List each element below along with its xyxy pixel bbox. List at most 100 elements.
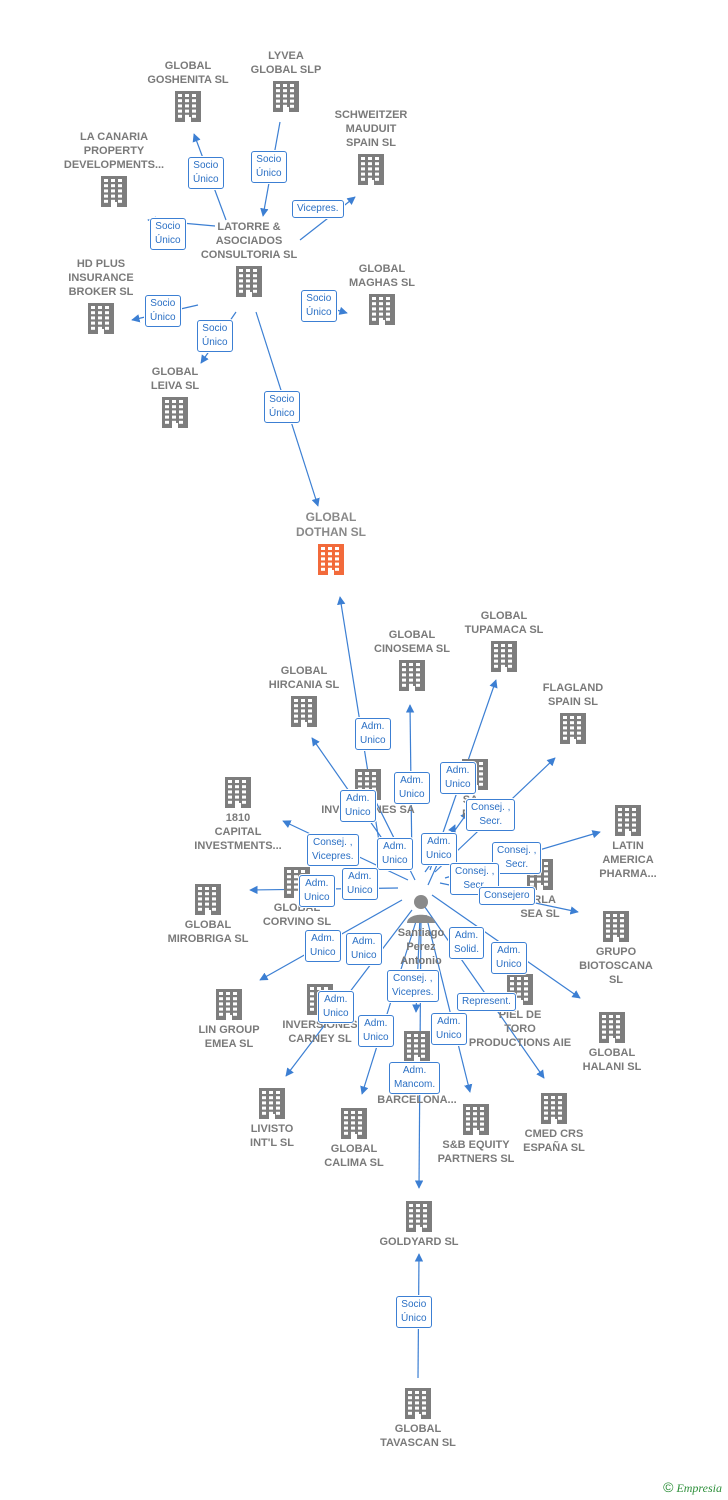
company-label: 1810 CAPITAL INVESTMENTS...: [194, 812, 282, 852]
company-node-cmedcrs[interactable]: CMED CRS ESPAÑA SL: [479, 1089, 629, 1155]
company-label: LA CANARIA PROPERTY DEVELOPMENTS...: [63, 131, 165, 171]
company-node-latorre[interactable]: LATORRE & ASOCIADOS CONSULTORIA SL: [174, 220, 324, 300]
copyright-icon: ©: [663, 1479, 674, 1495]
building-icon: [211, 80, 361, 112]
company-node-leiva[interactable]: GLOBAL LEIVA SL: [100, 365, 250, 431]
person-icon: [361, 893, 481, 923]
building-highlight-icon: [256, 543, 406, 575]
connection-line: [299, 196, 356, 241]
company-label: FLAGLAND SPAIN SL: [542, 682, 604, 708]
company-label: GLOBAL HIRCANIA SL: [268, 665, 340, 691]
relationship-badge[interactable]: Adm. Solid.: [449, 927, 485, 959]
relationship-badge[interactable]: Adm. Unico: [421, 833, 457, 865]
relationship-badge[interactable]: Adm. Unico: [431, 1013, 467, 1045]
relationship-badge[interactable]: Socio Único: [251, 151, 287, 183]
building-icon: [296, 153, 446, 185]
building-icon: [100, 396, 250, 428]
building-icon: [307, 293, 457, 325]
relationship-badge[interactable]: Consej. , Secr.: [492, 842, 542, 874]
relationship-badge[interactable]: Socio Único: [396, 1296, 432, 1328]
company-label: GLOBAL HALANI SL: [582, 1047, 642, 1073]
company-node-calima[interactable]: GLOBAL CALIMA SL: [279, 1104, 429, 1170]
relationship-badge[interactable]: Adm. Unico: [394, 772, 430, 804]
relationship-badge[interactable]: Adm. Unico: [377, 838, 413, 870]
company-label: GLOBAL LEIVA SL: [150, 366, 200, 392]
person-label: Santiago Perez Antonio: [397, 927, 445, 967]
relationship-badge[interactable]: Socio Único: [264, 391, 300, 423]
relationship-badge[interactable]: Socio Único: [188, 157, 224, 189]
relationship-badge[interactable]: Adm. Unico: [440, 762, 476, 794]
company-label: LIVISTO INT'L SL: [250, 1123, 294, 1149]
connection-line: [419, 899, 545, 1079]
footer-brand[interactable]: ©Empresia: [663, 1479, 722, 1496]
company-node-maghas[interactable]: GLOBAL MAGHAS SL: [307, 262, 457, 328]
company-node-latinamerica[interactable]: LATIN AMERICA PHARMA...: [553, 801, 703, 881]
company-label: SCHWEITZER MAUDUIT SPAIN SL: [334, 109, 408, 149]
connection-line: [360, 914, 419, 1095]
company-label: LYVEA GLOBAL SLP: [250, 50, 322, 76]
company-label: GLOBAL DOTHAN SL: [296, 510, 366, 539]
company-node-halani[interactable]: GLOBAL HALANI SL: [537, 1008, 687, 1074]
relationship-badge[interactable]: Adm. Unico: [355, 718, 391, 750]
building-icon: [537, 1011, 687, 1043]
company-node-hdplus[interactable]: HD PLUS INSURANCE BROKER SL: [26, 257, 176, 337]
company-node-lingroup[interactable]: LIN GROUP EMEA SL: [154, 985, 304, 1051]
relationship-badge[interactable]: Adm. Unico: [305, 930, 341, 962]
relationship-badge[interactable]: Consej. , Vicepres.: [387, 970, 439, 1002]
relationship-badge[interactable]: Consejero: [479, 887, 535, 905]
relationship-badge[interactable]: Adm. Mancom.: [389, 1062, 441, 1094]
company-node-schweitzer[interactable]: SCHWEITZER MAUDUIT SPAIN SL: [296, 108, 446, 188]
company-node-lacanaria[interactable]: LA CANARIA PROPERTY DEVELOPMENTS...: [39, 130, 189, 210]
building-icon: [553, 804, 703, 836]
brand-name: Empresia: [676, 1481, 722, 1495]
building-icon: [113, 90, 263, 122]
relationship-badge[interactable]: Socio Único: [145, 295, 181, 327]
relationship-badge[interactable]: Consej. , Vicepres.: [307, 834, 359, 866]
relationship-badge[interactable]: Socio Único: [150, 218, 186, 250]
relationship-badge[interactable]: Adm. Unico: [358, 1015, 394, 1047]
company-node-sbequity[interactable]: S&B EQUITY PARTNERS SL: [401, 1100, 551, 1166]
company-node-goldyard[interactable]: GOLDYARD SL: [344, 1197, 494, 1249]
relationship-badge[interactable]: Vicepres.: [292, 200, 344, 218]
building-icon: [541, 910, 691, 942]
company-label: GLOBAL TUPAMACA SL: [464, 610, 544, 636]
company-node-flagland[interactable]: FLAGLAND SPAIN SL: [498, 681, 648, 747]
building-icon: [344, 1200, 494, 1232]
relationship-badge[interactable]: Represent.: [457, 993, 516, 1011]
relationship-badge[interactable]: Socio Único: [301, 290, 337, 322]
building-icon: [133, 883, 283, 915]
company-label: LIN GROUP EMEA SL: [198, 1024, 260, 1050]
relationship-badge[interactable]: Socio Único: [197, 320, 233, 352]
company-node-cinosema[interactable]: GLOBAL CINOSEMA SL: [337, 628, 487, 694]
company-node-goshenita[interactable]: GLOBAL GOSHENITA SL: [113, 59, 263, 125]
building-icon: [229, 695, 379, 727]
company-label: CMED CRS ESPAÑA SL: [523, 1128, 585, 1154]
company-label: S&B EQUITY PARTNERS SL: [437, 1139, 515, 1165]
company-node-biotoscana[interactable]: GRUPO BIOTOSCANA SL: [541, 907, 691, 987]
relationship-badge[interactable]: Consej. , Secr.: [466, 799, 516, 831]
building-icon: [163, 776, 313, 808]
company-node-tupamaca[interactable]: GLOBAL TUPAMACA SL: [429, 609, 579, 675]
company-node-tavascan[interactable]: GLOBAL TAVASCAN SL: [343, 1384, 493, 1450]
building-icon: [479, 1092, 629, 1124]
company-node-dothan[interactable]: GLOBAL DOTHAN SL: [256, 510, 406, 578]
relationship-badge[interactable]: Adm. Unico: [491, 942, 527, 974]
company-node-mirobriga[interactable]: GLOBAL MIROBRIGA SL: [133, 880, 283, 946]
building-icon: [498, 712, 648, 744]
building-icon: [26, 302, 176, 334]
relationship-badge[interactable]: Adm. Unico: [318, 991, 354, 1023]
company-node-livisto[interactable]: LIVISTO INT'L SL: [197, 1084, 347, 1150]
relationship-badge[interactable]: Adm. Unico: [340, 790, 376, 822]
person-node-santiago[interactable]: Santiago Perez Antonio: [361, 890, 481, 968]
relationship-badge[interactable]: Adm. Unico: [342, 868, 378, 900]
company-label: GLOBAL MIROBRIGA SL: [167, 919, 249, 945]
company-node-lyvea[interactable]: LYVEA GLOBAL SLP: [211, 49, 361, 115]
relationship-badge[interactable]: Adm. Unico: [346, 933, 382, 965]
company-node-capital1810[interactable]: 1810 CAPITAL INVESTMENTS...: [163, 773, 313, 853]
company-node-hircania[interactable]: GLOBAL HIRCANIA SL: [229, 664, 379, 730]
relationship-badge[interactable]: Adm. Unico: [299, 875, 335, 907]
building-icon: [222, 866, 372, 898]
building-icon: [174, 265, 324, 297]
company-label: GLOBAL MAGHAS SL: [349, 263, 415, 289]
